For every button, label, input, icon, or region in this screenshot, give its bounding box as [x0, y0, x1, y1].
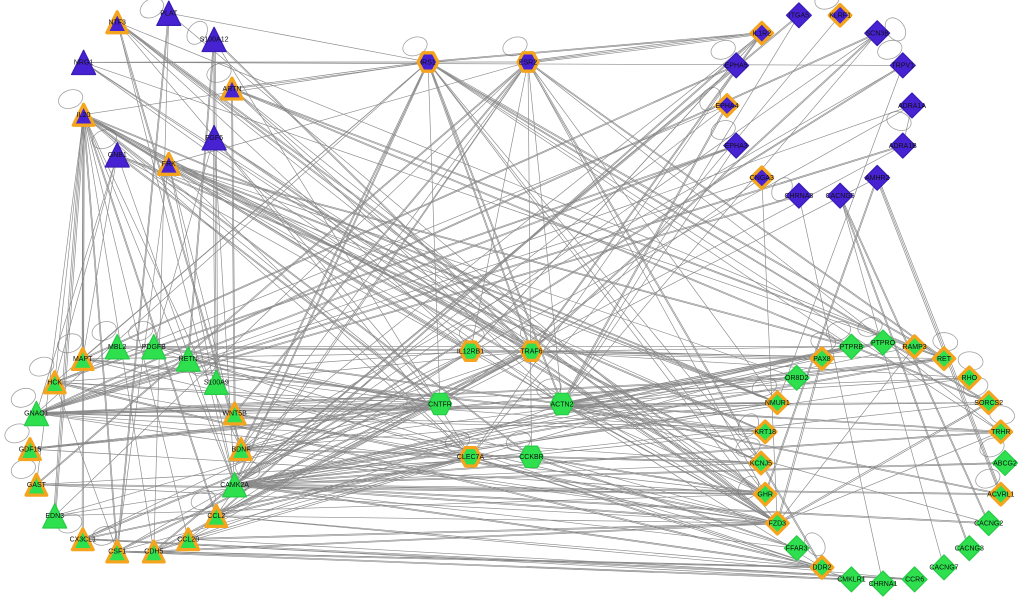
- svg-text:S100A12: S100A12: [200, 37, 229, 44]
- svg-text:CHRNA3: CHRNA3: [785, 193, 814, 200]
- svg-text:FGF6: FGF6: [205, 135, 223, 142]
- svg-text:CACNG5: CACNG5: [826, 193, 855, 200]
- svg-text:CACNG7: CACNG7: [929, 565, 958, 572]
- svg-text:CCL2: CCL2: [207, 513, 225, 520]
- svg-text:PDGFB: PDGFB: [142, 344, 166, 351]
- svg-text:ADRA1B: ADRA1B: [889, 143, 917, 150]
- svg-text:PLAT: PLAT: [160, 11, 178, 18]
- svg-text:HCK: HCK: [47, 380, 62, 387]
- svg-text:CNTFR: CNTFR: [428, 401, 452, 408]
- svg-text:GHR: GHR: [757, 492, 773, 499]
- svg-text:RET: RET: [937, 356, 952, 363]
- svg-text:IL20: IL20: [77, 112, 91, 119]
- svg-text:EPHA4: EPHA4: [716, 103, 739, 110]
- svg-text:OR8D2: OR8D2: [785, 375, 808, 382]
- svg-text:CACNG2: CACNG2: [974, 521, 1003, 528]
- svg-text:ACVRL1: ACVRL1: [987, 492, 1014, 499]
- svg-text:ESR2: ESR2: [519, 59, 537, 66]
- svg-text:ACTN2: ACTN2: [551, 401, 574, 408]
- svg-text:CMKLR1: CMKLR1: [837, 577, 866, 584]
- svg-text:MBL2: MBL2: [108, 344, 126, 351]
- svg-text:CDH5: CDH5: [144, 549, 163, 556]
- svg-text:PTPRB: PTPRB: [840, 344, 864, 351]
- svg-text:KLRF1: KLRF1: [829, 13, 851, 20]
- svg-text:ADRA1A: ADRA1A: [898, 103, 926, 110]
- svg-text:S100A9: S100A9: [204, 380, 229, 387]
- svg-text:CHRNA1: CHRNA1: [869, 581, 898, 588]
- svg-text:NRG1: NRG1: [74, 60, 94, 67]
- svg-text:ABCG2: ABCG2: [993, 460, 1017, 467]
- svg-text:IL12RB1: IL12RB1: [457, 349, 484, 356]
- svg-text:GAST: GAST: [27, 482, 47, 489]
- svg-text:IRS1: IRS1: [420, 59, 436, 66]
- svg-text:MAPT: MAPT: [73, 356, 93, 363]
- svg-text:CX3CL1: CX3CL1: [70, 536, 97, 543]
- svg-text:GDF15: GDF15: [19, 446, 42, 453]
- svg-text:WNT5B: WNT5B: [222, 411, 247, 418]
- svg-text:CCR6: CCR6: [905, 577, 924, 584]
- svg-text:RETN: RETN: [179, 356, 198, 363]
- svg-text:CCKBR: CCKBR: [519, 454, 544, 461]
- svg-text:FFAR3: FFAR3: [786, 546, 808, 553]
- svg-text:GNB1: GNB1: [108, 152, 127, 159]
- svg-text:IL1R2: IL1R2: [752, 31, 771, 38]
- svg-text:FRK: FRK: [162, 161, 176, 168]
- svg-text:PTPRO: PTPRO: [871, 340, 896, 347]
- svg-text:EPHA3: EPHA3: [725, 143, 748, 150]
- svg-text:KRT18: KRT18: [754, 429, 776, 436]
- svg-text:CAMK2A: CAMK2A: [220, 482, 249, 489]
- svg-text:ARTN: ARTN: [223, 86, 242, 93]
- svg-text:RHO: RHO: [962, 375, 978, 382]
- svg-text:KCNJ5: KCNJ5: [750, 460, 772, 467]
- svg-text:DDR2: DDR2: [812, 565, 831, 572]
- svg-text:SCN3B: SCN3B: [866, 31, 890, 38]
- svg-text:CCL20: CCL20: [177, 536, 199, 543]
- svg-text:NMUR1: NMUR1: [765, 400, 790, 407]
- svg-text:TRAF6: TRAF6: [520, 349, 542, 356]
- svg-text:CNGA3: CNGA3: [750, 175, 774, 182]
- svg-text:BDNF: BDNF: [231, 446, 250, 453]
- svg-text:TRHR: TRHR: [991, 429, 1010, 436]
- svg-text:CACNG3: CACNG3: [955, 546, 984, 553]
- svg-text:AMHR2: AMHR2: [865, 175, 890, 182]
- svg-text:GNAO1: GNAO1: [24, 411, 49, 418]
- svg-text:ITGA5: ITGA5: [789, 13, 809, 20]
- svg-text:CLEC7A: CLEC7A: [457, 454, 485, 461]
- svg-text:EPHA5: EPHA5: [725, 63, 748, 70]
- svg-text:CSF1: CSF1: [108, 549, 126, 556]
- svg-text:SORCS2: SORCS2: [974, 400, 1003, 407]
- svg-text:RAMP3: RAMP3: [903, 344, 927, 351]
- svg-text:FZD3: FZD3: [769, 521, 787, 528]
- svg-text:NTF3: NTF3: [108, 20, 126, 27]
- svg-text:EDN3: EDN3: [45, 513, 64, 520]
- svg-text:TRPV1: TRPV1: [892, 63, 915, 70]
- svg-text:PAX8: PAX8: [813, 356, 830, 363]
